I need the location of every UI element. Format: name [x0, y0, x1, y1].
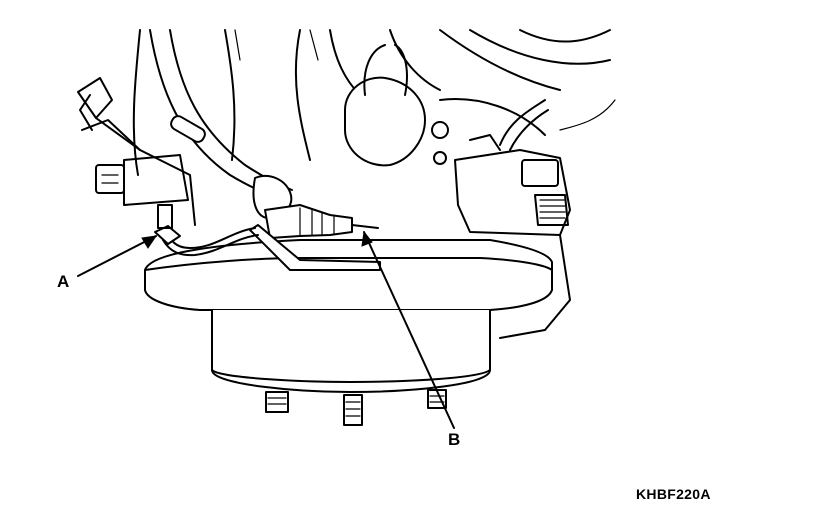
callout-leaders: [77, 230, 455, 429]
knuckle-background: [132, 29, 616, 176]
ball-joint: [344, 44, 449, 167]
wheel-speed-sensor: [249, 204, 381, 271]
wheel-studs: [265, 389, 447, 426]
brake-caliper: [454, 99, 571, 339]
hub-barrel: [211, 310, 491, 393]
left-bolt: [95, 154, 189, 206]
figure-code: KHBF220A: [636, 486, 711, 502]
brake-hose: [149, 29, 293, 220]
callout-label-a: A: [57, 272, 70, 291]
wheel-hub-flange: [144, 239, 553, 311]
callout-label-b: B: [448, 430, 461, 449]
upper-left-bracket: [77, 77, 196, 226]
sensor-cable: [154, 204, 259, 257]
